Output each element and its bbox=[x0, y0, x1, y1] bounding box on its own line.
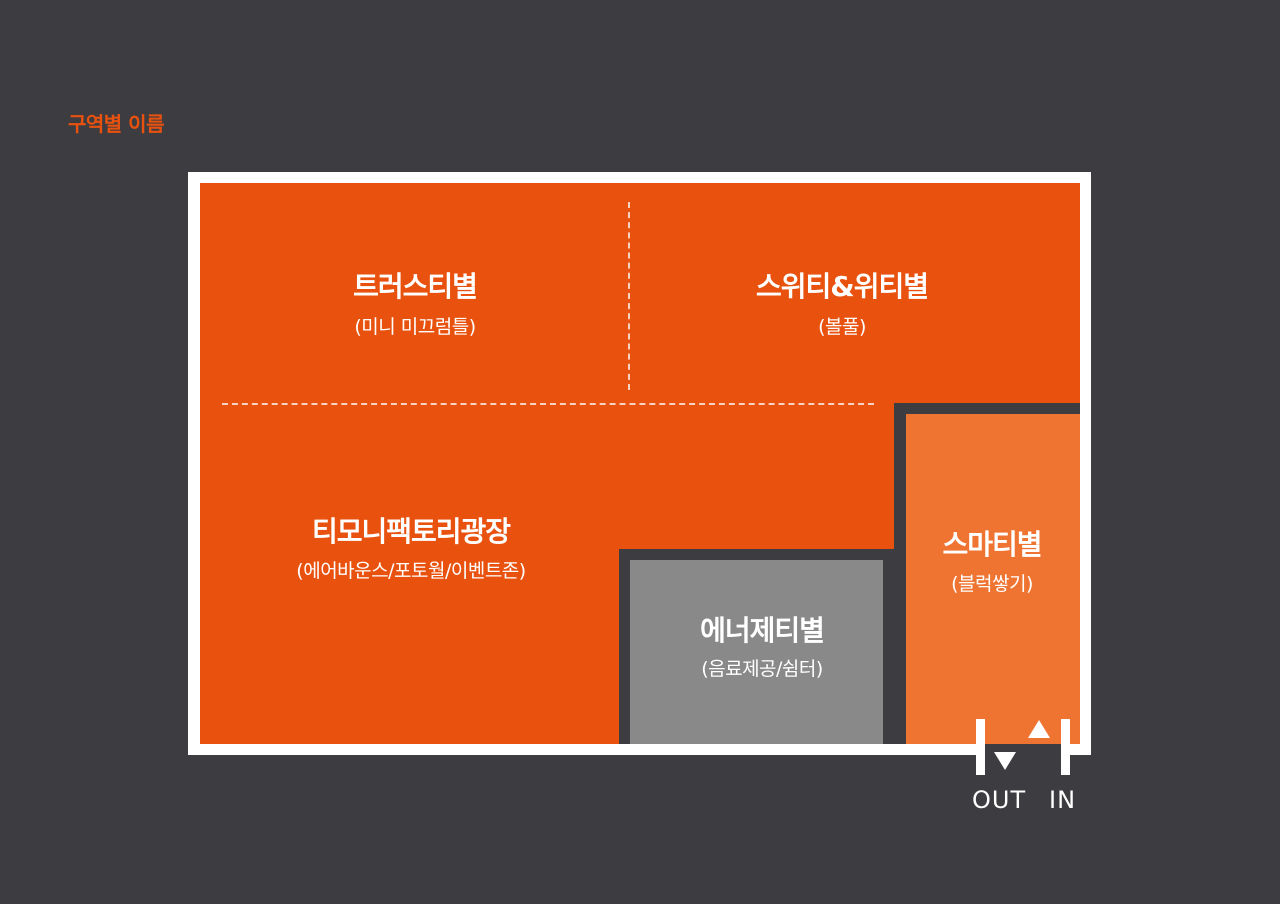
zone-swity-witty-name: 스위티&위티별 bbox=[756, 270, 929, 303]
arrow-down-icon bbox=[994, 752, 1016, 770]
entrance-right-post bbox=[1061, 719, 1070, 775]
zone-energy-name: 에너제티별 bbox=[700, 614, 825, 647]
zone-trusty-sub: (미니 미끄럼틀) bbox=[354, 316, 476, 338]
zone-smarti bbox=[894, 403, 1080, 744]
zone-divider-horizontal bbox=[222, 403, 874, 405]
zone-smarti-name: 스마티별 bbox=[942, 528, 1042, 561]
entrance-left-post bbox=[976, 719, 985, 775]
zone-timoni-sub: (에어바운스/포토월/이벤트존) bbox=[296, 560, 526, 582]
page-title: 구역별 이름 bbox=[68, 112, 164, 136]
zone-divider-vertical bbox=[628, 202, 630, 390]
gate-out-label: OUT bbox=[972, 786, 1027, 814]
arrow-up-icon bbox=[1028, 720, 1050, 738]
gate-in-label: IN bbox=[1049, 786, 1077, 814]
zone-swity-witty-sub: (볼풀) bbox=[818, 316, 866, 338]
zone-smarti-sub: (블럭쌓기) bbox=[951, 573, 1033, 595]
zone-trusty-name: 트러스티별 bbox=[353, 270, 478, 303]
zone-energy bbox=[619, 549, 894, 744]
zone-timoni-name: 티모니팩토리광장 bbox=[311, 515, 511, 548]
zone-energy-sub: (음료제공/쉼터) bbox=[701, 658, 823, 680]
